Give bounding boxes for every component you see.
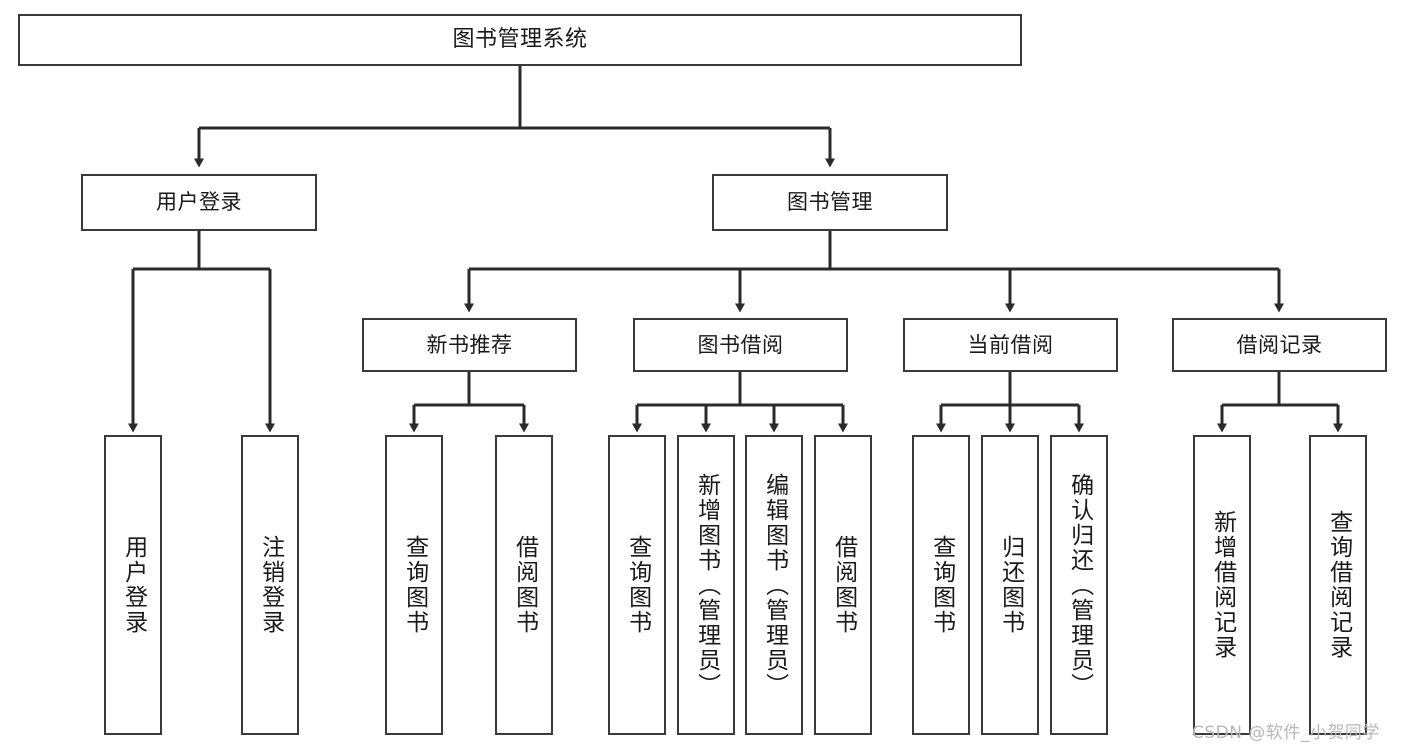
node-leaf-query-book-1-label: 查询图书 bbox=[401, 535, 428, 635]
node-leaf-confirm-return[interactable]: 确认归还（管理员） bbox=[1050, 435, 1108, 735]
node-user-login-label: 用户登录 bbox=[156, 190, 242, 215]
node-current-borrow[interactable]: 当前借阅 bbox=[903, 318, 1118, 372]
node-root[interactable]: 图书管理系统 bbox=[18, 14, 1022, 66]
node-borrow-record[interactable]: 借阅记录 bbox=[1172, 318, 1387, 372]
node-leaf-logout[interactable]: 注销登录 bbox=[241, 435, 299, 735]
node-leaf-query-record-label: 查询借阅记录 bbox=[1325, 510, 1352, 660]
node-leaf-query-record[interactable]: 查询借阅记录 bbox=[1309, 435, 1367, 735]
node-leaf-query-book-3[interactable]: 查询图书 bbox=[912, 435, 970, 735]
node-leaf-query-book-3-label: 查询图书 bbox=[928, 535, 955, 635]
node-leaf-confirm-return-label: 确认归还（管理员） bbox=[1066, 472, 1093, 698]
node-leaf-add-book-label: 新增图书（管理员） bbox=[693, 472, 720, 698]
node-leaf-add-book[interactable]: 新增图书（管理员） bbox=[677, 435, 735, 735]
node-leaf-borrow-book-2[interactable]: 借阅图书 bbox=[814, 435, 872, 735]
node-leaf-add-record-label: 新增借阅记录 bbox=[1209, 510, 1236, 660]
node-leaf-borrow-book-2-label: 借阅图书 bbox=[830, 535, 857, 635]
node-current-borrow-label: 当前借阅 bbox=[967, 332, 1054, 357]
node-leaf-edit-book-label: 编辑图书（管理员） bbox=[761, 472, 788, 698]
node-leaf-borrow-book-1-label: 借阅图书 bbox=[511, 535, 538, 635]
node-leaf-return-book[interactable]: 归还图书 bbox=[981, 435, 1039, 735]
node-leaf-return-book-label: 归还图书 bbox=[997, 535, 1024, 635]
node-book-manage[interactable]: 图书管理 bbox=[712, 174, 948, 231]
node-leaf-user-login-label: 用户登录 bbox=[120, 535, 147, 635]
node-leaf-user-login[interactable]: 用户登录 bbox=[104, 435, 162, 735]
node-root-label: 图书管理系统 bbox=[452, 27, 588, 53]
node-leaf-query-book-2[interactable]: 查询图书 bbox=[608, 435, 666, 735]
node-leaf-logout-label: 注销登录 bbox=[257, 535, 284, 635]
node-borrow-record-label: 借阅记录 bbox=[1236, 332, 1323, 357]
node-new-book-rec[interactable]: 新书推荐 bbox=[362, 318, 577, 372]
csdn-watermark: CSDN @软件_小贺同学 bbox=[1192, 723, 1380, 743]
node-user-login[interactable]: 用户登录 bbox=[81, 174, 317, 231]
node-leaf-query-book-1[interactable]: 查询图书 bbox=[385, 435, 443, 735]
node-leaf-edit-book[interactable]: 编辑图书（管理员） bbox=[745, 435, 803, 735]
node-book-borrow-label: 图书借阅 bbox=[697, 332, 784, 357]
node-new-book-rec-label: 新书推荐 bbox=[426, 332, 513, 357]
node-leaf-borrow-book-1[interactable]: 借阅图书 bbox=[495, 435, 553, 735]
node-book-manage-label: 图书管理 bbox=[787, 190, 873, 215]
node-book-borrow[interactable]: 图书借阅 bbox=[633, 318, 848, 372]
node-leaf-query-book-2-label: 查询图书 bbox=[624, 535, 651, 635]
node-leaf-add-record[interactable]: 新增借阅记录 bbox=[1193, 435, 1251, 735]
